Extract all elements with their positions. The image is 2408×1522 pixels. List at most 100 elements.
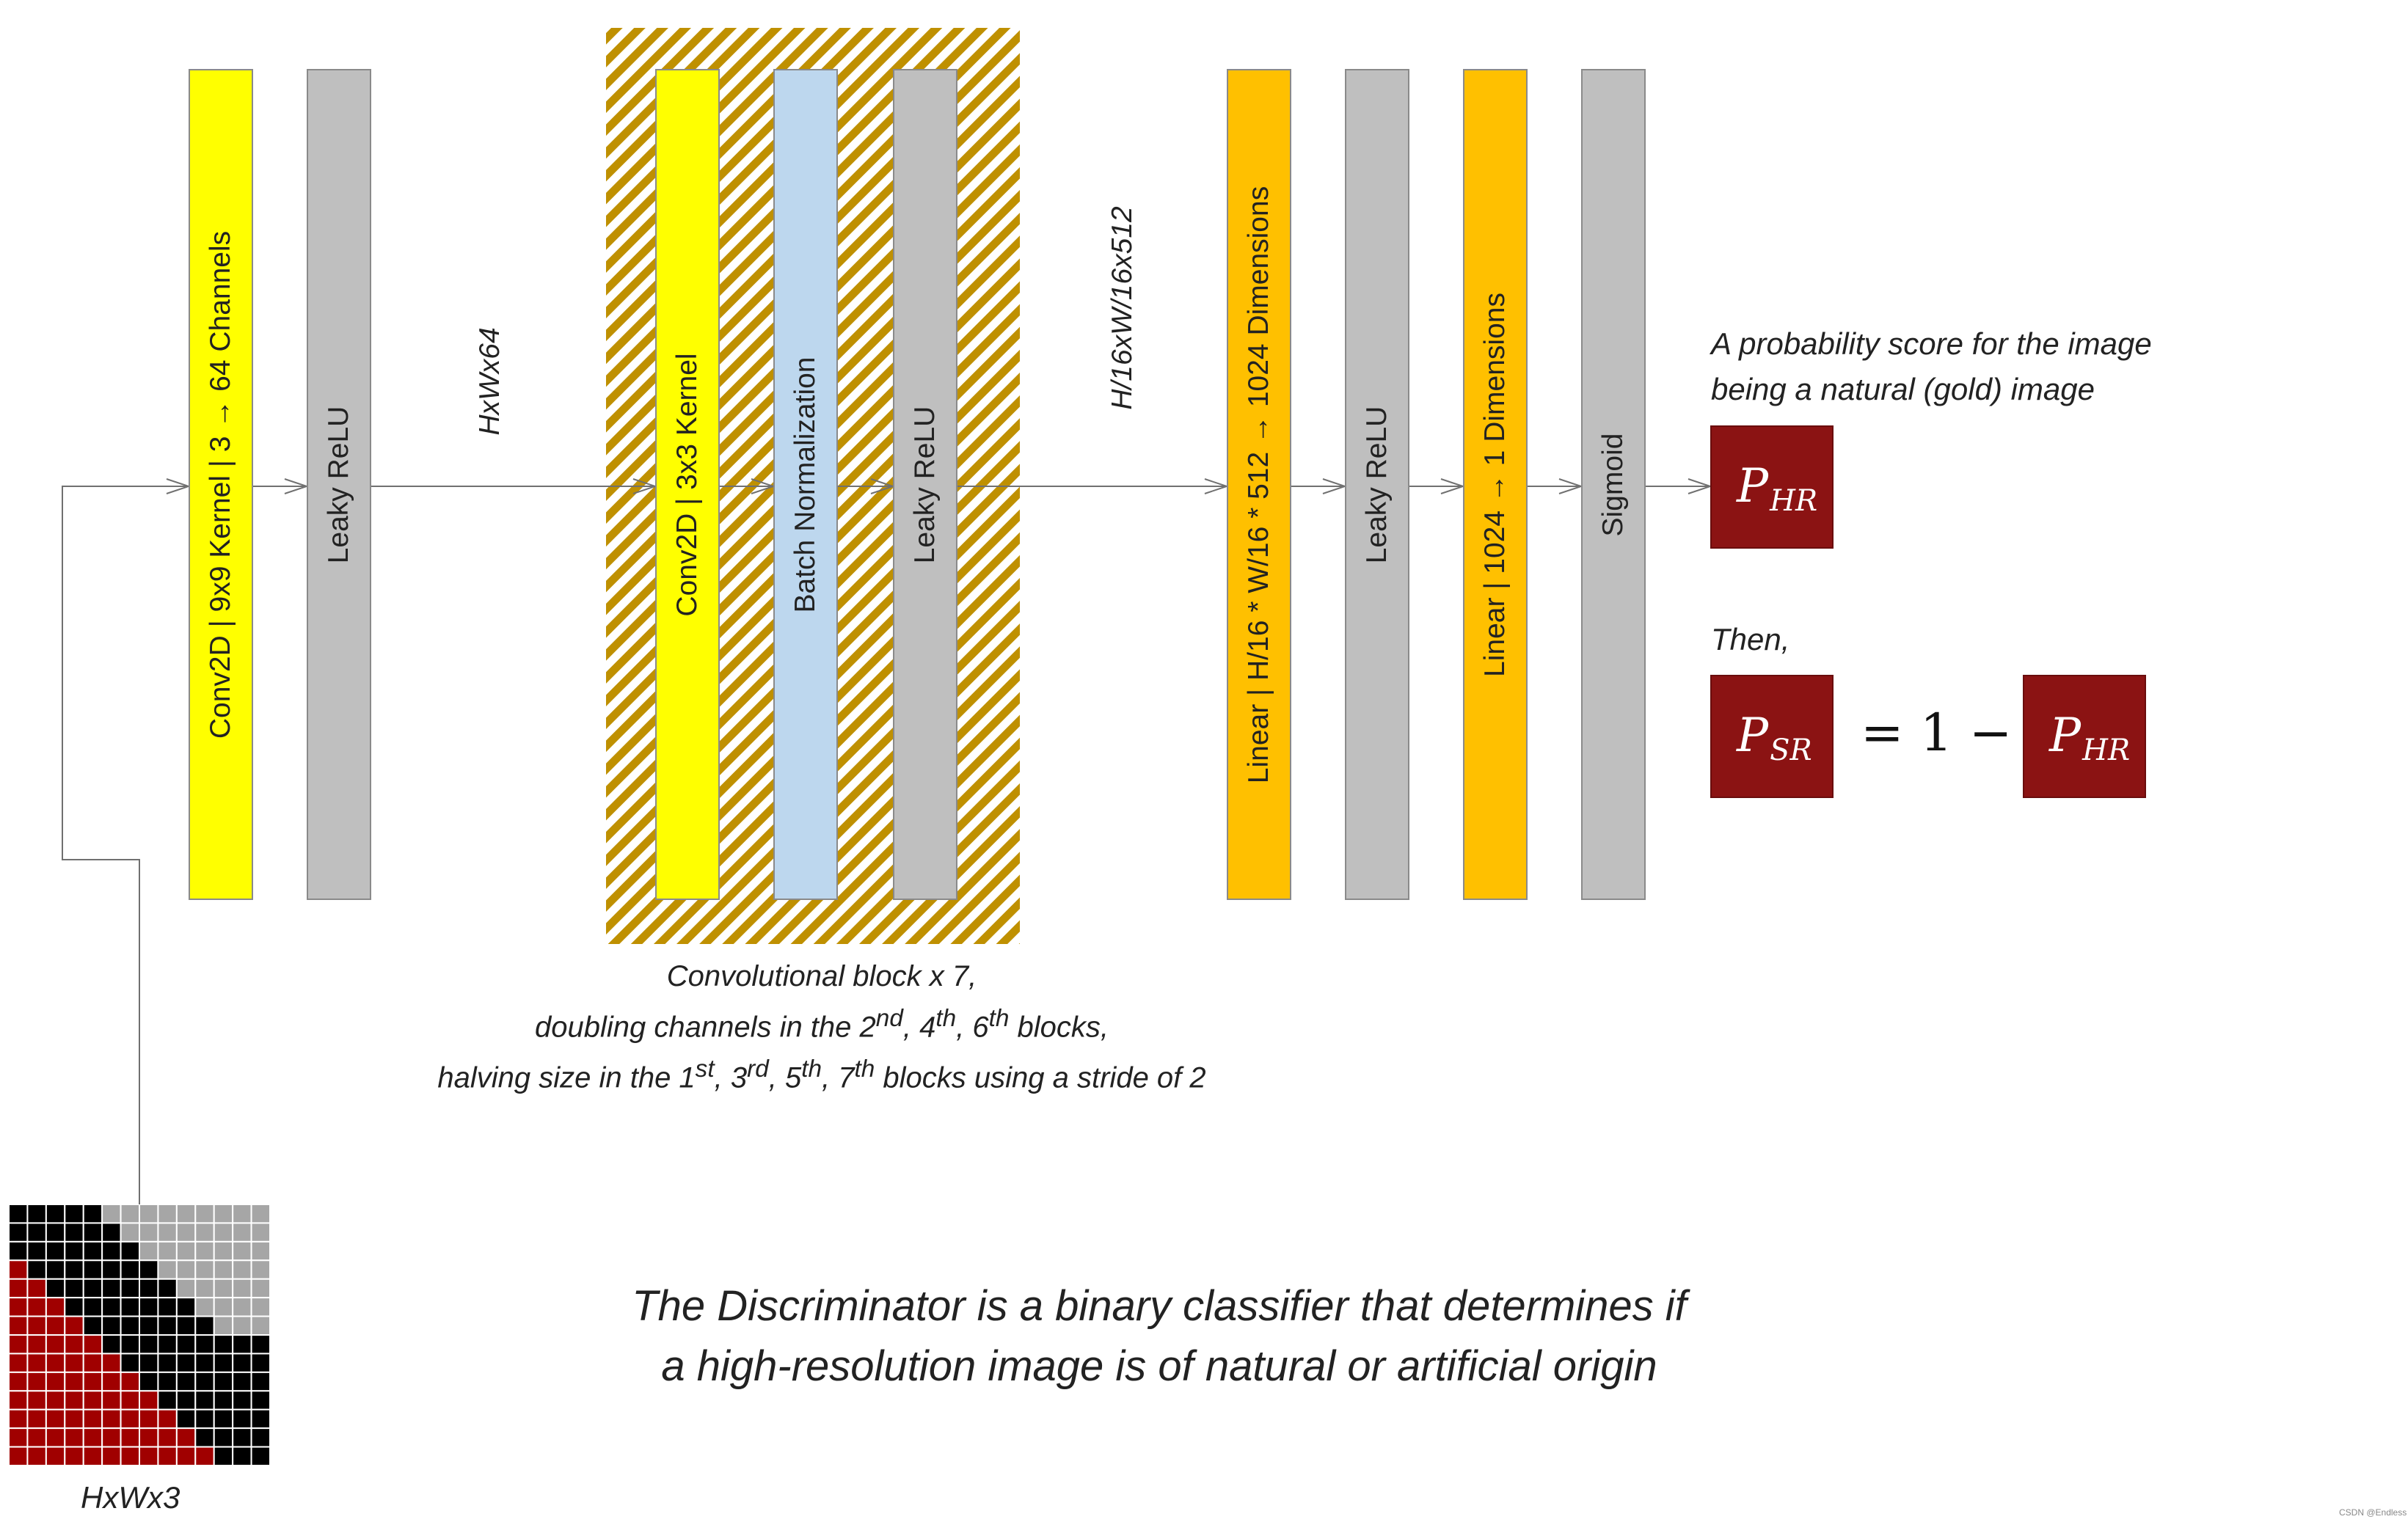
pixel-cell — [250, 1334, 270, 1355]
pixel-cell — [213, 1408, 234, 1430]
pixel-cell — [45, 1259, 66, 1280]
pixel-cell — [232, 1315, 252, 1336]
pixel-cell — [213, 1297, 234, 1317]
pixel-cell — [175, 1240, 197, 1262]
pixel-cell — [250, 1353, 270, 1373]
pixel-cell — [250, 1240, 270, 1262]
pixel-cell — [82, 1353, 103, 1373]
pixel-cell — [213, 1315, 234, 1336]
pixel-cell — [232, 1353, 252, 1373]
pixel-cell — [157, 1390, 178, 1411]
p-hr-box-2: PHR — [2023, 675, 2146, 798]
pixel-cell — [9, 1408, 29, 1430]
pixel-cell — [26, 1390, 47, 1411]
pixel-cell — [120, 1446, 140, 1466]
pixel-cell — [157, 1297, 178, 1317]
pixel-cell — [45, 1315, 66, 1336]
pixel-cell — [175, 1446, 197, 1466]
pixel-cell — [157, 1408, 178, 1430]
pixel-cell — [82, 1297, 103, 1317]
pixel-cell — [213, 1240, 234, 1262]
pixel-cell — [45, 1427, 66, 1448]
pixel-cell — [120, 1371, 140, 1392]
pixel-cell — [157, 1259, 178, 1280]
pixel-cell — [101, 1297, 122, 1317]
pixel-cell — [194, 1278, 215, 1299]
input-pixel-image — [9, 1204, 270, 1466]
pixel-cell — [250, 1222, 270, 1243]
pixel-cell — [232, 1222, 252, 1243]
layer-label: Leaky ReLU — [323, 406, 354, 563]
description-line-2: a high-resolution image is of natural or… — [661, 1342, 1657, 1390]
pixel-cell — [157, 1278, 178, 1299]
pixel-cell — [45, 1222, 66, 1243]
pixel-cell — [101, 1278, 122, 1299]
pixel-cell — [194, 1240, 215, 1262]
p-sr-box: PSR — [1710, 675, 1834, 798]
pixel-cell — [101, 1353, 122, 1373]
pixel-cell — [9, 1334, 29, 1355]
pixel-cell — [64, 1222, 84, 1243]
pixel-cell — [194, 1371, 215, 1392]
pixel-cell — [101, 1204, 122, 1224]
pixel-cell — [250, 1259, 270, 1280]
p-hr-symbol: PHR — [2049, 709, 2131, 767]
pixel-cell — [64, 1315, 84, 1336]
pixel-cell — [82, 1427, 103, 1448]
pixel-cell — [250, 1446, 270, 1466]
layer-conv2d-3x3: Conv2D | 3x3 Kernel — [655, 69, 720, 900]
pixel-cell — [194, 1259, 215, 1280]
pixel-cell — [139, 1315, 159, 1336]
pixel-cell — [9, 1446, 29, 1466]
pixel-cell — [82, 1204, 103, 1224]
input-connector — [62, 486, 189, 1204]
description: The Discriminator is a binary classifier… — [528, 1276, 1790, 1397]
pixel-cell — [9, 1204, 29, 1224]
pixel-cell — [213, 1259, 234, 1280]
pixel-cell — [45, 1390, 66, 1411]
layer-label: Linear | H/16 * W/16 * 512 → 1024 Dimens… — [1243, 186, 1274, 783]
pixel-cell — [64, 1427, 84, 1448]
pixel-cell — [9, 1278, 29, 1299]
pixel-cell — [26, 1446, 47, 1466]
layer-leaky-relu-3: Leaky ReLU — [1345, 69, 1409, 900]
pixel-cell — [120, 1278, 140, 1299]
pixel-cell — [26, 1240, 47, 1262]
pixel-cell — [26, 1278, 47, 1299]
pixel-cell — [82, 1334, 103, 1355]
then-label: Then, — [1711, 622, 1790, 656]
pixel-cell — [194, 1222, 215, 1243]
pixel-cell — [175, 1371, 197, 1392]
pixel-cell — [175, 1297, 197, 1317]
pixel-cell — [9, 1390, 29, 1411]
layer-leaky-relu-1: Leaky ReLU — [307, 69, 371, 900]
pixel-cell — [213, 1278, 234, 1299]
pixel-cell — [139, 1334, 159, 1355]
pixel-cell — [26, 1259, 47, 1280]
pixel-cell — [45, 1278, 66, 1299]
pixel-cell — [82, 1278, 103, 1299]
pixel-cell — [45, 1371, 66, 1392]
pixel-cell — [9, 1371, 29, 1392]
pixel-cell — [120, 1334, 140, 1355]
pixel-cell — [120, 1222, 140, 1243]
layer-label: Leaky ReLU — [1361, 406, 1393, 563]
pixel-cell — [120, 1240, 140, 1262]
pixel-cell — [101, 1222, 122, 1243]
pixel-cell — [139, 1297, 159, 1317]
pixel-cell — [26, 1204, 47, 1224]
pixel-cell — [232, 1408, 252, 1430]
pixel-cell — [213, 1446, 234, 1466]
layer-label: Linear | 1024 → 1 Dimensions — [1479, 292, 1511, 677]
pixel-cell — [232, 1446, 252, 1466]
pixel-cell — [82, 1315, 103, 1336]
pixel-cell — [64, 1353, 84, 1373]
pixel-cell — [82, 1371, 103, 1392]
pixel-cell — [250, 1371, 270, 1392]
pixel-cell — [175, 1259, 197, 1280]
pixel-cell — [120, 1408, 140, 1430]
pixel-cell — [82, 1259, 103, 1280]
pixel-cell — [45, 1240, 66, 1262]
pixel-cell — [101, 1446, 122, 1466]
pixel-cell — [64, 1278, 84, 1299]
